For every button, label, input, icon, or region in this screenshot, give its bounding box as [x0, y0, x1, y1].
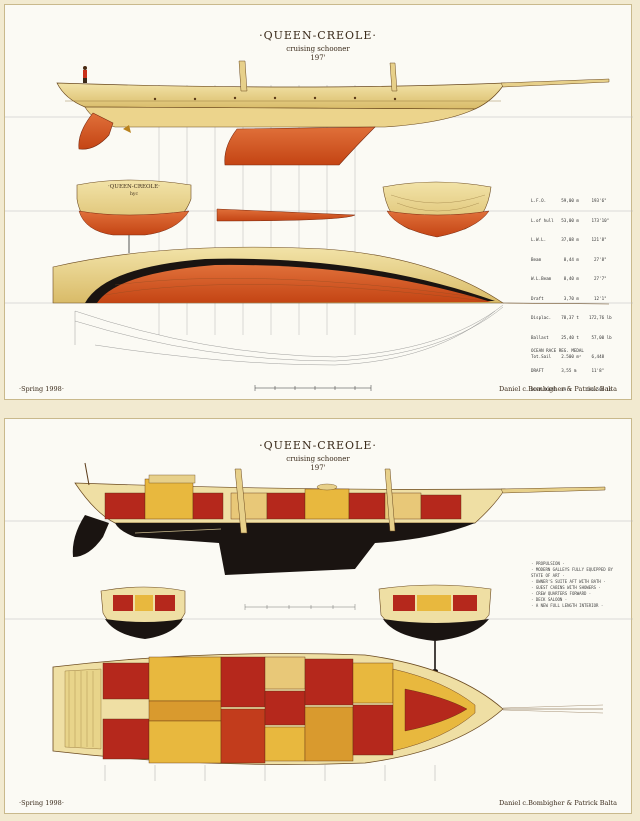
bow-section: [382, 181, 492, 238]
mast-stub-main: [384, 468, 396, 532]
spec-row: W.L.Beam 8,40 m 27'7": [531, 276, 607, 281]
mast-stub-fore: [234, 468, 248, 534]
scale-figure: [83, 66, 87, 83]
sheet-authors: Daniel c.Bombigher & Patrick Balta: [499, 799, 617, 807]
hull-profile: [56, 82, 506, 166]
spec-row: Tot.Sail 2.500 m² 6,448: [531, 354, 605, 359]
bowsprit: [500, 78, 610, 88]
note-row: OCEAN RACE REG. MEDAL: [531, 348, 584, 353]
note-row: · OWNER'S SUITE AFT WITH BATH ·: [531, 579, 606, 584]
note-row: · A NEW FULL LENGTH INTERIOR ·: [531, 603, 604, 608]
lines-plan-drawing: [5, 60, 633, 391]
accommodation-plan: [52, 653, 604, 765]
bowsprit: [500, 486, 606, 494]
note-row: · MODERN GALLEYS FULLY EQUIPPED BY: [531, 567, 613, 572]
note-row: · CREW QUARTERS FORWARD ·: [531, 591, 592, 596]
spec-row: Ballast 25,40 t 57,00 lb: [531, 334, 612, 340]
interior-plan-sheet: ·QUEEN-CREOLE· cruising schooner 197': [4, 418, 633, 814]
dimension-ruler: [244, 604, 356, 610]
spec-row: L.W.L. 37,08 m 121'8": [531, 237, 607, 242]
interior-plan-drawing: [5, 462, 633, 781]
sheet-date: ·Spring 1998·: [19, 385, 64, 393]
note-row: · DECK SALOON ·: [531, 597, 568, 602]
scale-bar: [254, 385, 372, 391]
sheet-title: ·QUEEN-CREOLE·: [259, 29, 377, 42]
mast-stub-main: [389, 62, 398, 92]
spec-row: L.of hull 53,00 m 173'10": [531, 217, 610, 223]
spec-row: Draft 3,70 m 12'1": [531, 295, 607, 301]
flagstaff: [84, 462, 90, 486]
note-row: DISPLACEMT 89 t 196.500 lb: [531, 387, 612, 392]
sheet-length: 197': [310, 464, 326, 472]
note-row: · GUEST CABINS WITH SHOWERS ·: [531, 585, 601, 590]
mast-stub-fore: [238, 60, 248, 92]
stern-interior-section: [100, 586, 186, 639]
bow-interior-section: [378, 584, 492, 673]
lines-plan-sheet: ·QUEEN-CREOLE· cruising schooner 197': [4, 4, 633, 400]
interior-profile: [72, 474, 506, 575]
sheet-date: ·Spring 1998·: [19, 799, 64, 807]
specifications-table: L.F.O. 59,00 m 193'6" L.of hull 53,00 m …: [531, 185, 612, 374]
note-row: DRAFT 3,55 m 11'8": [531, 367, 605, 373]
sheet-title: ·QUEEN-CREOLE·: [259, 439, 377, 452]
stern-name: ·QUEEN-CREOLE·: [108, 184, 160, 190]
sheet-subtitle: cruising schooner: [286, 45, 350, 53]
sheet-subtitle: cruising schooner: [286, 455, 350, 463]
leader-lines: [104, 765, 436, 781]
spec-row: L.F.O. 59,00 m 193'6": [531, 198, 607, 203]
rudder-plan: [216, 208, 356, 222]
note-row: · PROPULSION ·: [531, 561, 565, 566]
note-row: STATE OF ART ·: [531, 573, 565, 578]
stern-port: hyc: [130, 192, 138, 197]
buttock-lines: [74, 304, 504, 366]
spec-row: Displac. 78,37 t 172,76 lb: [531, 315, 612, 320]
spec-row: Beam 8,44 m 27'8": [531, 256, 607, 262]
features-notes: · PROPULSION · · MODERN GALLEYS FULLY EQ…: [531, 561, 625, 609]
half-breadth-plan: [52, 246, 610, 305]
stern-section: [76, 179, 192, 253]
sheet-authors: Daniel c.Bombigher & Patrick Balta: [499, 385, 617, 393]
sheet-length: 197': [310, 54, 326, 62]
race-notes: OCEAN RACE REG. MEDAL DRAFT 3,55 m 11'8"…: [531, 335, 612, 407]
